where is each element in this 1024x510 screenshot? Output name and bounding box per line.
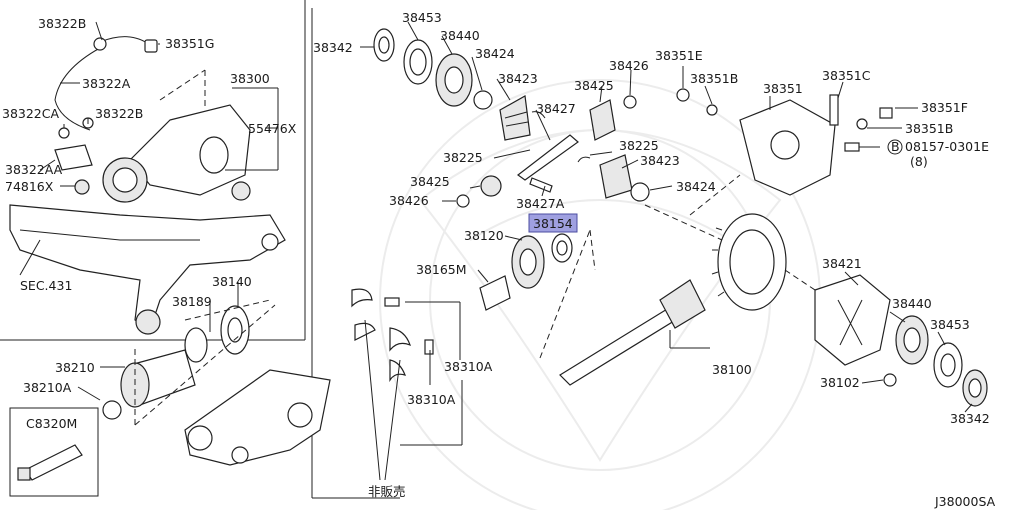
label-38426-left[interactable]: 38426 [389,193,429,208]
label-38351B-right[interactable]: 38351B [905,121,953,136]
label-38424-top[interactable]: 38424 [475,46,515,61]
label-38424-right[interactable]: 38424 [676,179,716,194]
label-38351E[interactable]: 38351E [655,48,703,63]
label-38300[interactable]: 38300 [230,71,270,86]
label-38322A[interactable]: 38322A [82,76,131,91]
label-38425-left[interactable]: 38425 [410,174,450,189]
label-38453-right[interactable]: 38453 [930,317,970,332]
label-bolt-code[interactable]: 08157-0301E [905,139,989,154]
label-38102[interactable]: 38102 [820,375,860,390]
label-38423-top[interactable]: 38423 [498,71,538,86]
label-38165M[interactable]: 38165M [416,262,467,277]
label-38322CA[interactable]: 38322CA [2,106,59,121]
label-38351G[interactable]: 38351G [165,36,214,51]
label-38423-right[interactable]: 38423 [640,153,680,168]
label-38100[interactable]: 38100 [712,362,752,377]
differential-case [644,66,988,413]
label-38154[interactable]: 38154 [533,216,573,231]
label-38322B-top[interactable]: 38322B [38,16,86,31]
label-38189[interactable]: 38189 [172,294,212,309]
differential-gears [351,21,710,481]
label-38351[interactable]: 38351 [763,81,803,96]
label-74816X[interactable]: 74816X [5,179,54,194]
label-38351F[interactable]: 38351F [921,100,968,115]
label-38453-top[interactable]: 38453 [402,10,442,25]
label-38440-right[interactable]: 38440 [892,296,932,311]
label-38351B-left[interactable]: 38351B [690,71,738,86]
label-38427A[interactable]: 38427A [516,196,565,211]
label-38225-right[interactable]: 38225 [619,138,659,153]
label-not-for-sale: 非販売 [368,484,406,499]
bolt-marker-circle [887,139,903,155]
label-38210A[interactable]: 38210A [23,380,72,395]
highlighted-part-box [528,213,578,233]
label-38310A-lower[interactable]: 38310A [407,392,456,407]
axle-shaft-assembly [9,282,331,497]
label-bolt-marker: B [891,139,900,154]
label-38426-right[interactable]: 38426 [609,58,649,73]
label-55476X[interactable]: 55476X [248,121,297,136]
label-38342-right[interactable]: 38342 [950,411,990,426]
label-38342-top[interactable]: 38342 [313,40,353,55]
label-38440-top[interactable]: 38440 [440,28,480,43]
label-C8320M[interactable]: C8320M [26,416,77,431]
label-38210[interactable]: 38210 [55,360,95,375]
label-38427[interactable]: 38427 [536,101,576,116]
label-38310A-upper[interactable]: 38310A [444,359,493,374]
label-sec431[interactable]: SEC.431 [20,278,72,293]
label-38421[interactable]: 38421 [822,256,862,271]
part-labels: 38322B 38351G 38322A 38300 38322CA 38322… [2,10,996,509]
label-38351C[interactable]: 38351C [822,68,871,83]
label-38120[interactable]: 38120 [464,228,504,243]
label-38140[interactable]: 38140 [212,274,252,289]
rear-axle-assembly [9,21,286,335]
label-38322AA[interactable]: 38322AA [5,162,63,177]
label-bolt-qty: (8) [910,154,928,169]
label-38425-right[interactable]: 38425 [574,78,614,93]
label-38225-left[interactable]: 38225 [443,150,483,165]
label-38322B-mid[interactable]: 38322B [95,106,143,121]
catalog-code: J38000SA [934,494,996,509]
